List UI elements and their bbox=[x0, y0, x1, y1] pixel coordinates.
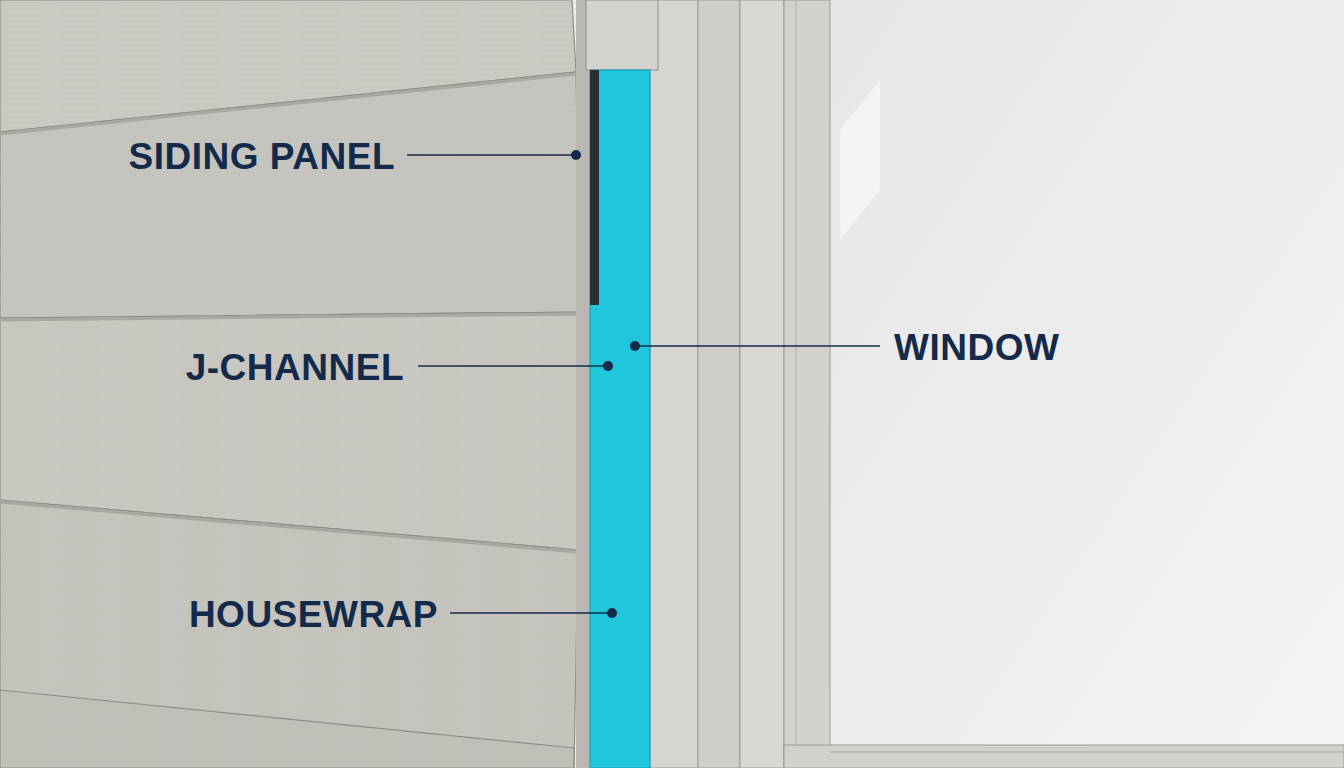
leader-dot bbox=[571, 150, 581, 160]
callout-label: WINDOW bbox=[894, 329, 1059, 366]
sill-edge bbox=[830, 752, 1344, 753]
frame-edge bbox=[796, 0, 797, 768]
window-frame bbox=[698, 0, 740, 768]
callout-label: HOUSEWRAP bbox=[189, 596, 438, 633]
siding-panel-edge bbox=[590, 70, 599, 305]
leader-dot bbox=[603, 361, 613, 371]
leader-line bbox=[418, 365, 606, 367]
wood-grain bbox=[0, 0, 578, 768]
j-channel bbox=[590, 70, 650, 768]
callout-label: J-CHANNEL bbox=[186, 349, 404, 386]
siding-edge bbox=[576, 0, 590, 768]
board-lip bbox=[0, 502, 578, 552]
window-glass bbox=[830, 0, 1344, 768]
leader-line bbox=[637, 345, 880, 347]
leader-dot bbox=[630, 341, 640, 351]
j-channel-cap bbox=[586, 0, 658, 70]
window-sill bbox=[784, 745, 1344, 768]
callout-label: SIDING PANEL bbox=[129, 138, 395, 175]
board-lip bbox=[0, 74, 576, 134]
window-frame bbox=[740, 0, 784, 768]
window-sash bbox=[784, 0, 830, 768]
glass-reflection bbox=[840, 80, 880, 240]
leader-dot bbox=[607, 608, 617, 618]
leader-line bbox=[407, 154, 574, 156]
window-casing bbox=[650, 0, 698, 768]
leader-line bbox=[450, 612, 610, 614]
board-lip bbox=[0, 314, 580, 320]
